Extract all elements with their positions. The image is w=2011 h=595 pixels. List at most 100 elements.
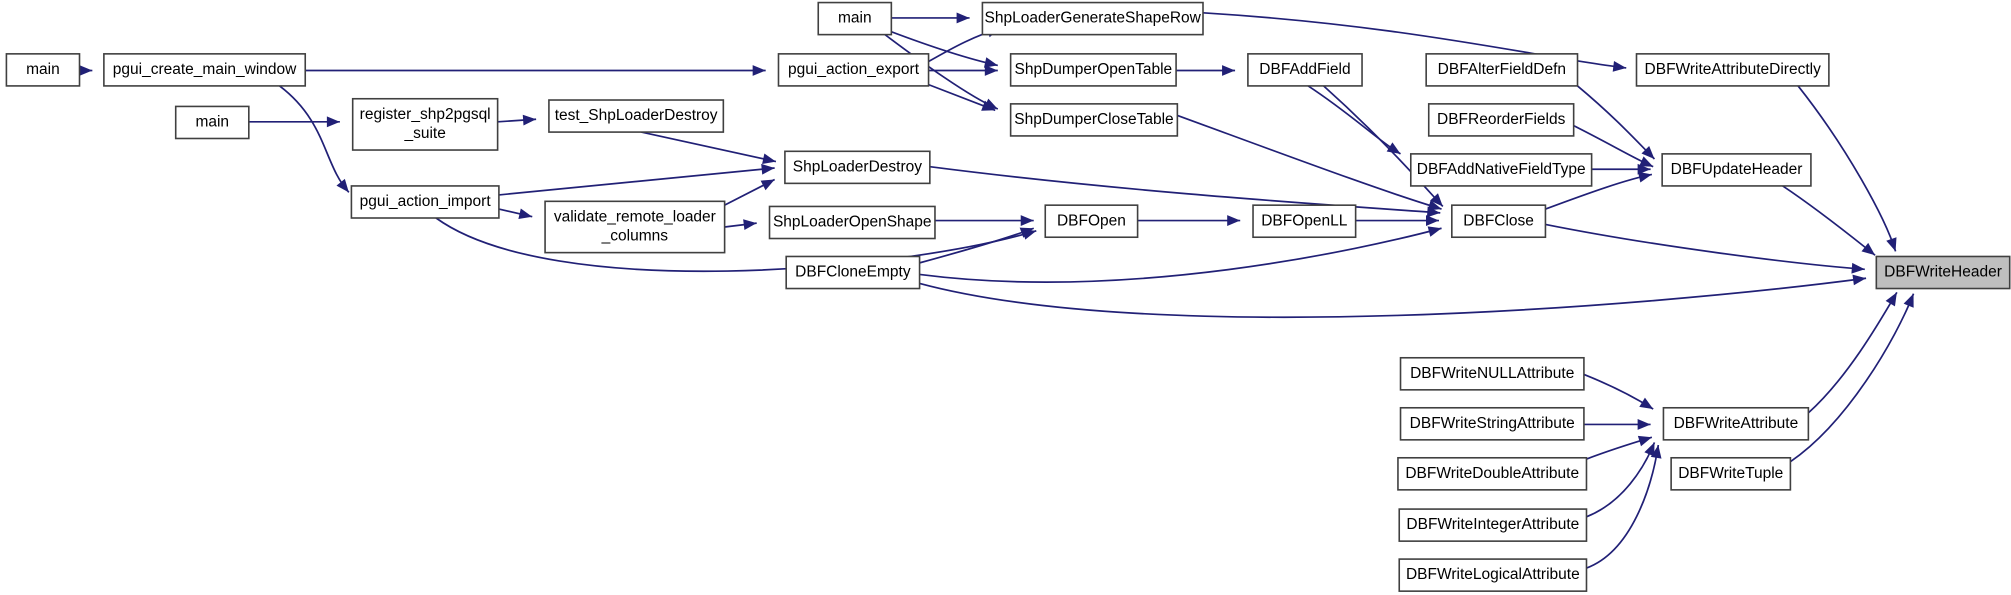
edge-arrowhead: [983, 57, 998, 68]
node-box[interactable]: [1661, 153, 1812, 187]
call-edge-dbf_updateheader-to-dbf_writeheader: [1782, 185, 1876, 256]
node-box[interactable]: [1662, 406, 1810, 441]
node-box[interactable]: [1399, 406, 1585, 441]
edge-arrowhead: [522, 114, 537, 126]
node-box[interactable]: [1670, 456, 1792, 491]
node-box[interactable]: [351, 97, 499, 151]
node-box[interactable]: [1044, 204, 1139, 239]
graph-node-dbf_writestring[interactable]: DBFWriteStringAttributeDBFWriteStringAtt…: [1399, 406, 1585, 441]
call-edge-dbf_open-to-dbf_openll: [1137, 215, 1241, 226]
graph-node-shp_openshape[interactable]: ShpLoaderOpenShapeShpLoaderOpenShape: [768, 205, 936, 240]
edge-arrowhead: [1426, 206, 1441, 218]
edge-arrowhead: [1851, 262, 1865, 274]
graph-node-shp_destroy[interactable]: ShpLoaderDestroyShpLoaderDestroy: [784, 150, 931, 185]
node-box[interactable]: [174, 105, 250, 140]
edge-line: [1586, 444, 1660, 569]
graph-node-dbf_writeattrdirect[interactable]: DBFWriteAttributeDirectlyDBFWriteAttribu…: [1635, 53, 1830, 87]
call-edge-dbf_cloneempty-to-dbf_close: [919, 226, 1442, 283]
edge-line: [1202, 11, 1627, 69]
edge-arrowhead: [752, 65, 766, 76]
graph-node-shp_genshaperow[interactable]: ShpLoaderGenerateShapeRowShpLoaderGenera…: [981, 1, 1204, 36]
graph-node-dbf_writelogical[interactable]: DBFWriteLogicalAttributeDBFWriteLogicalA…: [1398, 558, 1588, 592]
edge-arrowhead: [1639, 397, 1654, 410]
graph-node-dbf_writeinteger[interactable]: DBFWriteIntegerAttributeDBFWriteIntegerA…: [1398, 508, 1588, 542]
call-edge-pgui_create-to-pgui_export: [305, 65, 766, 76]
node-box[interactable]: [548, 99, 725, 133]
node-box[interactable]: [1009, 103, 1179, 137]
graph-node-dbf_writedouble[interactable]: DBFWriteDoubleAttributeDBFWriteDoubleAtt…: [1397, 456, 1588, 491]
edge-arrowhead: [762, 153, 776, 165]
node-box[interactable]: [1427, 103, 1575, 137]
graph-node-test_destroy[interactable]: test_ShpLoaderDestroytest_ShpLoaderDestr…: [548, 99, 725, 133]
edge-line: [1782, 185, 1876, 256]
node-box[interactable]: [784, 150, 931, 185]
graph-node-pgui_create[interactable]: pgui_create_main_windowpgui_create_main_…: [103, 53, 307, 87]
edge-line: [919, 227, 1442, 283]
call-edge-dbf_addnativefield-to-dbf_updateheader: [1591, 163, 1651, 175]
graph-node-main_gui[interactable]: mainmain: [5, 53, 81, 87]
node-box[interactable]: [1398, 558, 1588, 592]
node-box[interactable]: [544, 200, 726, 254]
graph-node-dbf_close[interactable]: DBFCloseDBFClose: [1451, 204, 1547, 239]
node-box[interactable]: [785, 255, 921, 290]
node-box[interactable]: [1397, 456, 1588, 491]
graph-node-dbf_cloneempty[interactable]: DBFCloneEmptyDBFCloneEmpty: [785, 255, 921, 290]
node-box[interactable]: [1635, 53, 1830, 87]
call-edge-dbf_writeattrdirect-to-dbf_writeheader: [1797, 85, 1897, 252]
call-edge-dbf_close-to-dbf_updateheader: [1545, 171, 1653, 210]
call-edge-dbf_addfield-to-dbf_close: [1323, 85, 1444, 208]
node-box[interactable]: [1252, 204, 1357, 239]
node-box[interactable]: [5, 53, 81, 87]
node-box[interactable]: [350, 185, 500, 219]
call-edge-shp_dumperopen-to-dbf_addfield: [1176, 65, 1236, 76]
node-box[interactable]: [1398, 508, 1588, 542]
graph-node-dbf_updateheader[interactable]: DBFUpdateHeaderDBFUpdateHeader: [1661, 153, 1812, 187]
call-edge-pgui_export-to-shp_dumperopen: [928, 65, 998, 76]
call-edge-test_destroy-to-shp_destroy: [641, 131, 777, 165]
graph-node-dbf_writeheader[interactable]: DBFWriteHeaderDBFWriteHeader: [1875, 255, 2011, 290]
node-box[interactable]: [1875, 255, 2011, 290]
edge-arrowhead: [79, 65, 93, 76]
graph-node-dbf_addfield[interactable]: DBFAddFieldDBFAddField: [1247, 53, 1363, 87]
graph-node-shp_dumperopen[interactable]: ShpDumperOpenTableShpDumperOpenTable: [1009, 53, 1177, 87]
call-edge-dbf_writestring-to-dbf_writeattribute: [1583, 419, 1651, 430]
node-box[interactable]: [777, 53, 930, 87]
node-box[interactable]: [1409, 153, 1593, 187]
edge-arrowhead: [326, 116, 340, 128]
graph-node-validate_remote[interactable]: validate_remote_loader_columnsvalidate_r…: [544, 200, 726, 254]
edge-arrowhead: [1427, 200, 1442, 211]
call-edge-shp_openshape-to-dbf_open: [934, 215, 1034, 226]
graph-node-dbf_reorderfields[interactable]: DBFReorderFieldsDBFReorderFields: [1427, 103, 1575, 137]
graph-node-dbf_addnativefield[interactable]: DBFAddNativeFieldTypeDBFAddNativeFieldTy…: [1409, 153, 1593, 187]
edge-line: [1545, 223, 1865, 271]
edge-layer: [79, 11, 1915, 569]
node-box[interactable]: [768, 205, 936, 240]
graph-node-dbf_writenull[interactable]: DBFWriteNULLAttributeDBFWriteNULLAttribu…: [1399, 356, 1585, 391]
edge-arrowhead: [336, 178, 349, 193]
graph-node-shp_dumperclose[interactable]: ShpDumperCloseTableShpDumperCloseTable: [1009, 103, 1179, 137]
graph-node-main_test[interactable]: mainmain: [174, 105, 250, 140]
edge-arrowhead: [1612, 61, 1627, 72]
graph-node-dbf_writetuple[interactable]: DBFWriteTupleDBFWriteTuple: [1670, 456, 1792, 491]
edge-arrowhead: [1222, 65, 1236, 76]
node-box[interactable]: [1451, 204, 1547, 239]
edge-arrowhead: [1637, 435, 1652, 447]
node-box[interactable]: [981, 1, 1204, 36]
graph-node-register_suite[interactable]: register_shp2pgsql_suiteregister_shp2pgs…: [351, 97, 499, 151]
graph-node-dbf_openll[interactable]: DBFOpenLLDBFOpenLL: [1252, 204, 1357, 239]
node-box[interactable]: [1009, 53, 1177, 87]
node-box[interactable]: [103, 53, 307, 87]
call-edge-dbf_writetuple-to-dbf_writeheader: [1789, 293, 1915, 463]
node-box[interactable]: [817, 1, 893, 36]
node-box[interactable]: [1399, 356, 1585, 391]
edge-arrowhead: [1638, 171, 1652, 183]
graph-node-pgui_export[interactable]: pgui_action_exportpgui_action_export: [777, 53, 930, 87]
node-box[interactable]: [1247, 53, 1363, 87]
graph-node-main_export[interactable]: mainmain: [817, 1, 893, 36]
graph-node-pgui_import[interactable]: pgui_action_importpgui_action_import: [350, 185, 500, 219]
graph-node-dbf_writeattribute[interactable]: DBFWriteAttributeDBFWriteAttribute: [1662, 406, 1810, 441]
graph-node-dbf_alterfielddefn[interactable]: DBFAlterFieldDefnDBFAlterFieldDefn: [1425, 53, 1579, 87]
edge-line: [1797, 85, 1897, 252]
node-box[interactable]: [1425, 53, 1579, 87]
